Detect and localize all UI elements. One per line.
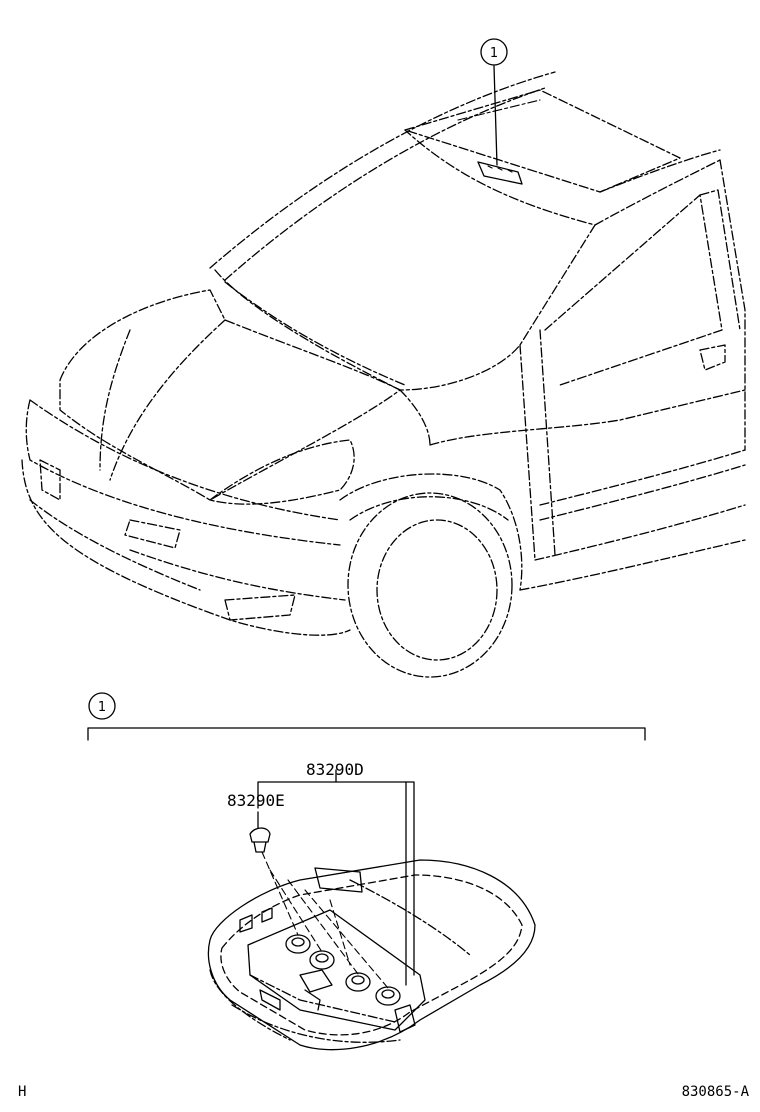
callout-marker-top: 1 [480, 38, 508, 66]
map-lamp-assembly [207, 851, 536, 1051]
part-label-clip: 83290E [227, 791, 285, 810]
part-label-assembly: 83290D [306, 760, 364, 779]
footer-right-code: 830865-A [682, 1084, 750, 1100]
vehicle-outline [21, 65, 746, 678]
detail-callout: 1 [88, 692, 116, 720]
footer-left-code: H [18, 1084, 26, 1100]
svg-text:1: 1 [490, 46, 498, 61]
svg-text:1: 1 [98, 700, 106, 715]
leader-assembly [257, 769, 415, 986]
detail-bracket [87, 727, 646, 741]
clip-part [249, 827, 271, 853]
